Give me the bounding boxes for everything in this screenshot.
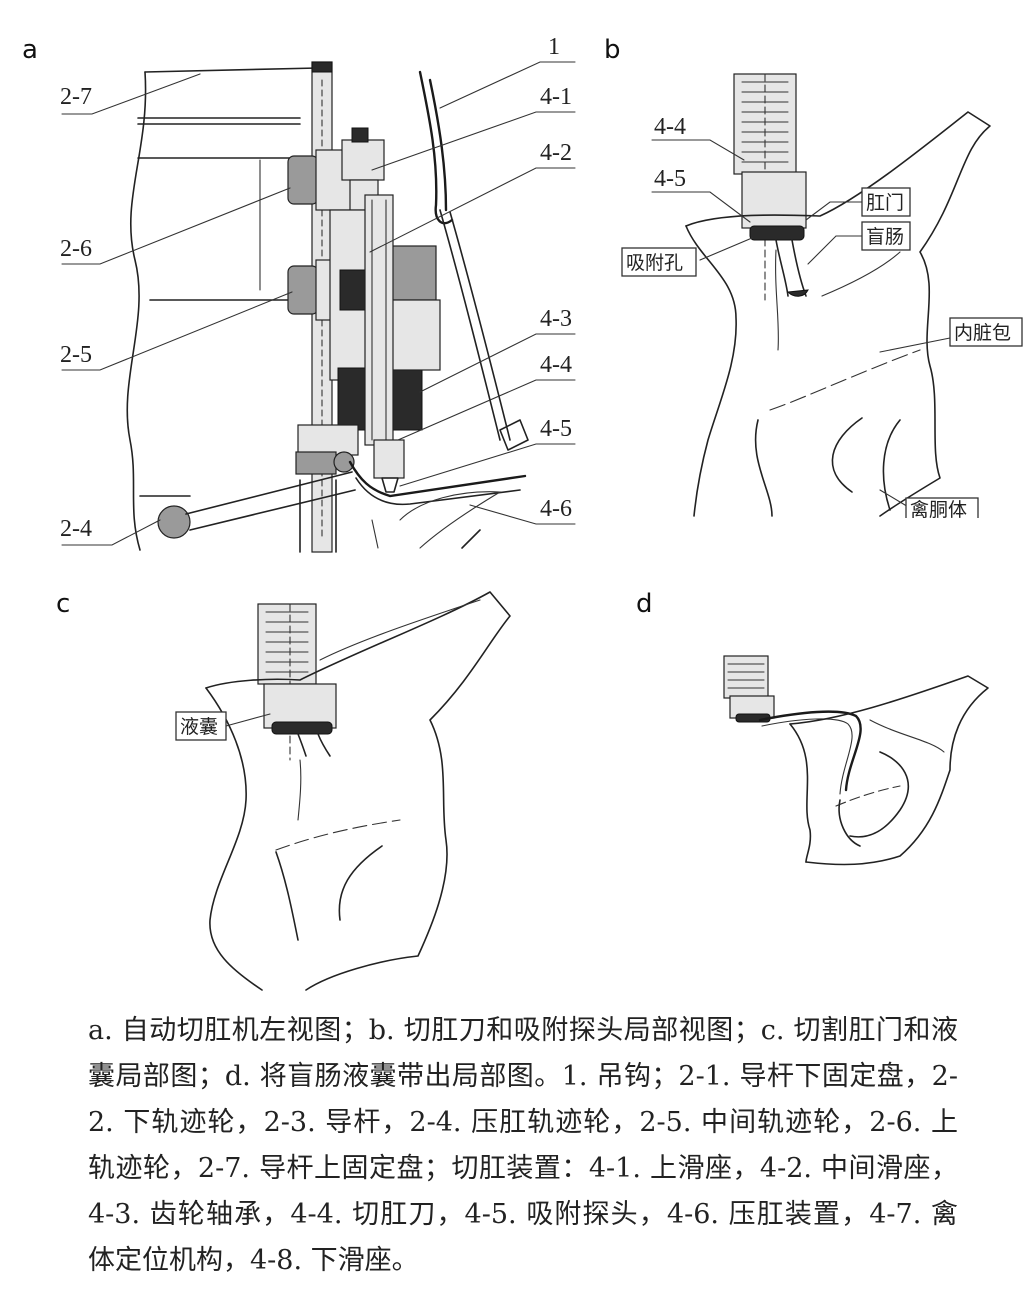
callout-4-5: 4-5 — [540, 416, 572, 442]
callout-4-4: 4-4 — [540, 352, 572, 378]
callout-1: 1 — [548, 34, 560, 60]
panel-c-cutter — [257, 603, 337, 761]
tag-fluid-sac: 液囊 — [180, 716, 218, 738]
callout-4-1: 4-1 — [540, 84, 572, 110]
callout-4-6: 4-6 — [540, 496, 572, 522]
panel-a: a — [22, 34, 576, 553]
panel-c-carcass — [205, 591, 511, 991]
callout-4-3: 4-3 — [540, 306, 572, 332]
panel-a-carcass — [371, 491, 502, 549]
callout-4-2: 4-2 — [540, 140, 572, 166]
callout-b-4-4: 4-4 — [654, 114, 686, 140]
panel-a-housing — [126, 67, 319, 551]
tag-carcass: 禽胴体 — [910, 499, 967, 521]
tag-box-viscera — [949, 317, 1023, 347]
panel-a-press-rod — [157, 419, 529, 553]
figure-caption: a. 自动切肛机左视图；b. 切肛刀和吸附探头局部视图；c. 切割肛门和液囊局部… — [88, 1015, 958, 1276]
tag-box-suction-hole — [621, 247, 697, 277]
tag-box-fluid-sac — [175, 711, 227, 741]
panel-b-clip — [600, 518, 1033, 548]
callout-2-5: 2-5 — [60, 342, 92, 368]
tag-viscera: 内脏包 — [954, 322, 1011, 344]
panel-b-letter: b — [604, 35, 621, 65]
panel-d-carcass — [789, 675, 989, 866]
panel-a-leaders — [61, 61, 576, 546]
panel-b-carcass — [685, 111, 991, 517]
panel-d-cutter — [723, 655, 775, 723]
panel-a-hook — [418, 70, 511, 441]
panel-c-leaders — [225, 713, 271, 727]
panel-d-letter: d — [636, 589, 653, 619]
figure-canvas: a — [22, 34, 1033, 991]
tag-box-cecum — [861, 221, 911, 251]
panel-b-leaders — [651, 139, 951, 509]
callout-2-7: 2-7 — [60, 84, 92, 110]
panel-c-letter: c — [56, 589, 70, 619]
tag-anus: 肛门 — [866, 192, 904, 214]
panel-b-cutter — [733, 73, 809, 301]
panel-c: c 液囊 — [56, 589, 511, 991]
panel-d: d — [636, 589, 989, 866]
tag-suction-hole: 吸附孔 — [626, 252, 683, 274]
callout-2-4: 2-4 — [60, 516, 92, 542]
panel-a-letter: a — [22, 35, 38, 65]
panel-d-pulled-cecum — [758, 710, 862, 795]
callout-b-4-5: 4-5 — [654, 166, 686, 192]
tag-box-anus — [861, 187, 911, 217]
tag-cecum: 盲肠 — [866, 226, 904, 248]
panel-b: b — [604, 35, 1023, 521]
callout-2-6: 2-6 — [60, 236, 92, 262]
panel-a-cutter — [364, 194, 405, 493]
